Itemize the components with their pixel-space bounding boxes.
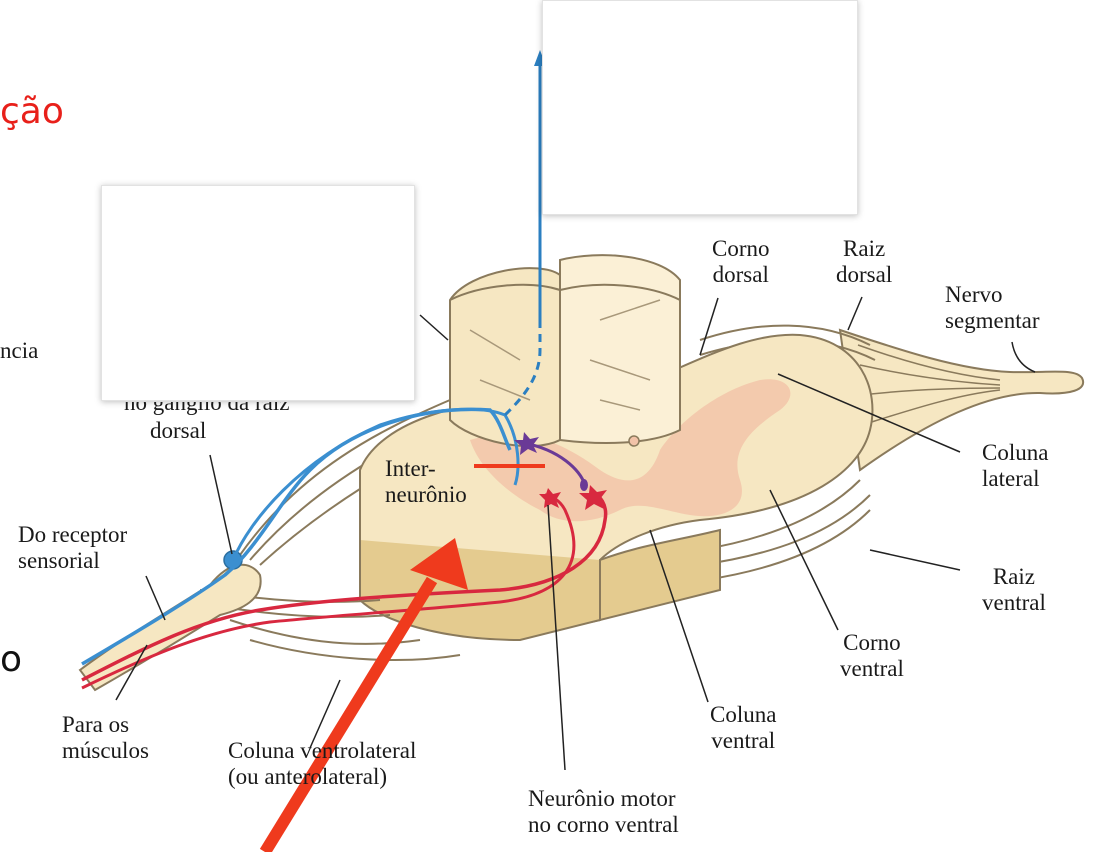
label-ganglio-dorsal: dorsal (150, 418, 206, 444)
label-cover-top (542, 0, 858, 215)
label-interneuron: Inter-neurônio (385, 456, 467, 508)
cord-upper-segment (450, 255, 680, 446)
label-coluna-ventrolateral: Coluna ventrolateral(ou anterolateral) (228, 738, 416, 790)
label-cover-left (101, 185, 415, 401)
